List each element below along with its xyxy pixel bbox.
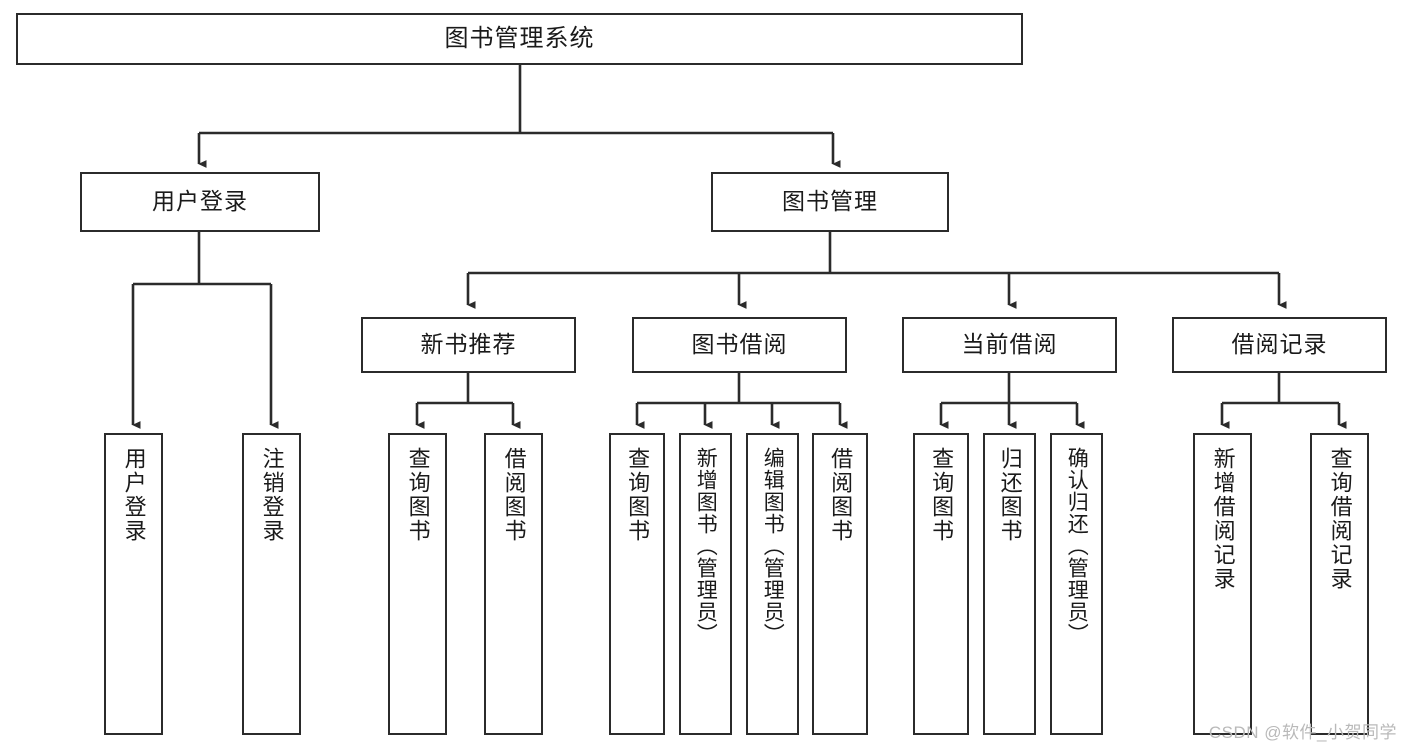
leaf-current-query-book[interactable]: 查询图书 <box>913 433 969 735</box>
node-book-borrow[interactable]: 图书借阅 <box>632 317 847 373</box>
csdn-watermark: CSDN @软件_小贺同学 <box>1208 723 1397 742</box>
leaf-recommend-query-book[interactable]: 查询图书 <box>388 433 447 735</box>
node-label: 编辑图书（管理员） <box>761 447 785 645</box>
node-label: 查询图书 <box>929 447 955 543</box>
node-new-book-recommend[interactable]: 新书推荐 <box>361 317 576 373</box>
node-current-borrow[interactable]: 当前借阅 <box>902 317 1117 373</box>
node-label: 图书借阅 <box>691 331 788 358</box>
node-label: 图书管理系统 <box>444 24 595 52</box>
node-label: 查询图书 <box>405 447 431 543</box>
node-label: 新书推荐 <box>420 331 517 358</box>
leaf-user-login-login[interactable]: 用户登录 <box>104 433 163 735</box>
node-label: 查询图书 <box>625 447 651 543</box>
node-root-system[interactable]: 图书管理系统 <box>16 13 1023 65</box>
node-borrow-record[interactable]: 借阅记录 <box>1172 317 1387 373</box>
node-label: 查询借阅记录 <box>1327 447 1353 591</box>
node-label: 注销登录 <box>259 447 285 543</box>
node-label: 确认归还（管理员） <box>1065 447 1089 645</box>
node-label: 借阅图书 <box>501 447 527 543</box>
node-label: 归还图书 <box>997 447 1023 543</box>
node-user-login[interactable]: 用户登录 <box>80 172 320 232</box>
leaf-current-return-book[interactable]: 归还图书 <box>983 433 1036 735</box>
leaf-borrow-borrow-book[interactable]: 借阅图书 <box>812 433 868 735</box>
node-label: 借阅记录 <box>1231 331 1328 358</box>
leaf-recommend-borrow-book[interactable]: 借阅图书 <box>484 433 543 735</box>
node-book-management[interactable]: 图书管理 <box>711 172 949 232</box>
leaf-record-add-record[interactable]: 新增借阅记录 <box>1193 433 1252 735</box>
node-label: 借阅图书 <box>828 447 854 543</box>
leaf-borrow-query-book[interactable]: 查询图书 <box>609 433 665 735</box>
leaf-user-login-logout[interactable]: 注销登录 <box>242 433 301 735</box>
leaf-borrow-add-book-admin[interactable]: 新增图书（管理员） <box>679 433 732 735</box>
node-label: 用户登录 <box>152 188 248 215</box>
node-label: 新增借阅记录 <box>1210 447 1236 591</box>
node-label: 图书管理 <box>782 188 878 215</box>
node-label: 新增图书（管理员） <box>694 447 718 645</box>
node-label: 当前借阅 <box>961 331 1058 358</box>
leaf-current-confirm-return-admin[interactable]: 确认归还（管理员） <box>1050 433 1103 735</box>
leaf-record-query-record[interactable]: 查询借阅记录 <box>1310 433 1369 735</box>
leaf-borrow-edit-book-admin[interactable]: 编辑图书（管理员） <box>746 433 799 735</box>
node-label: 用户登录 <box>121 447 147 543</box>
